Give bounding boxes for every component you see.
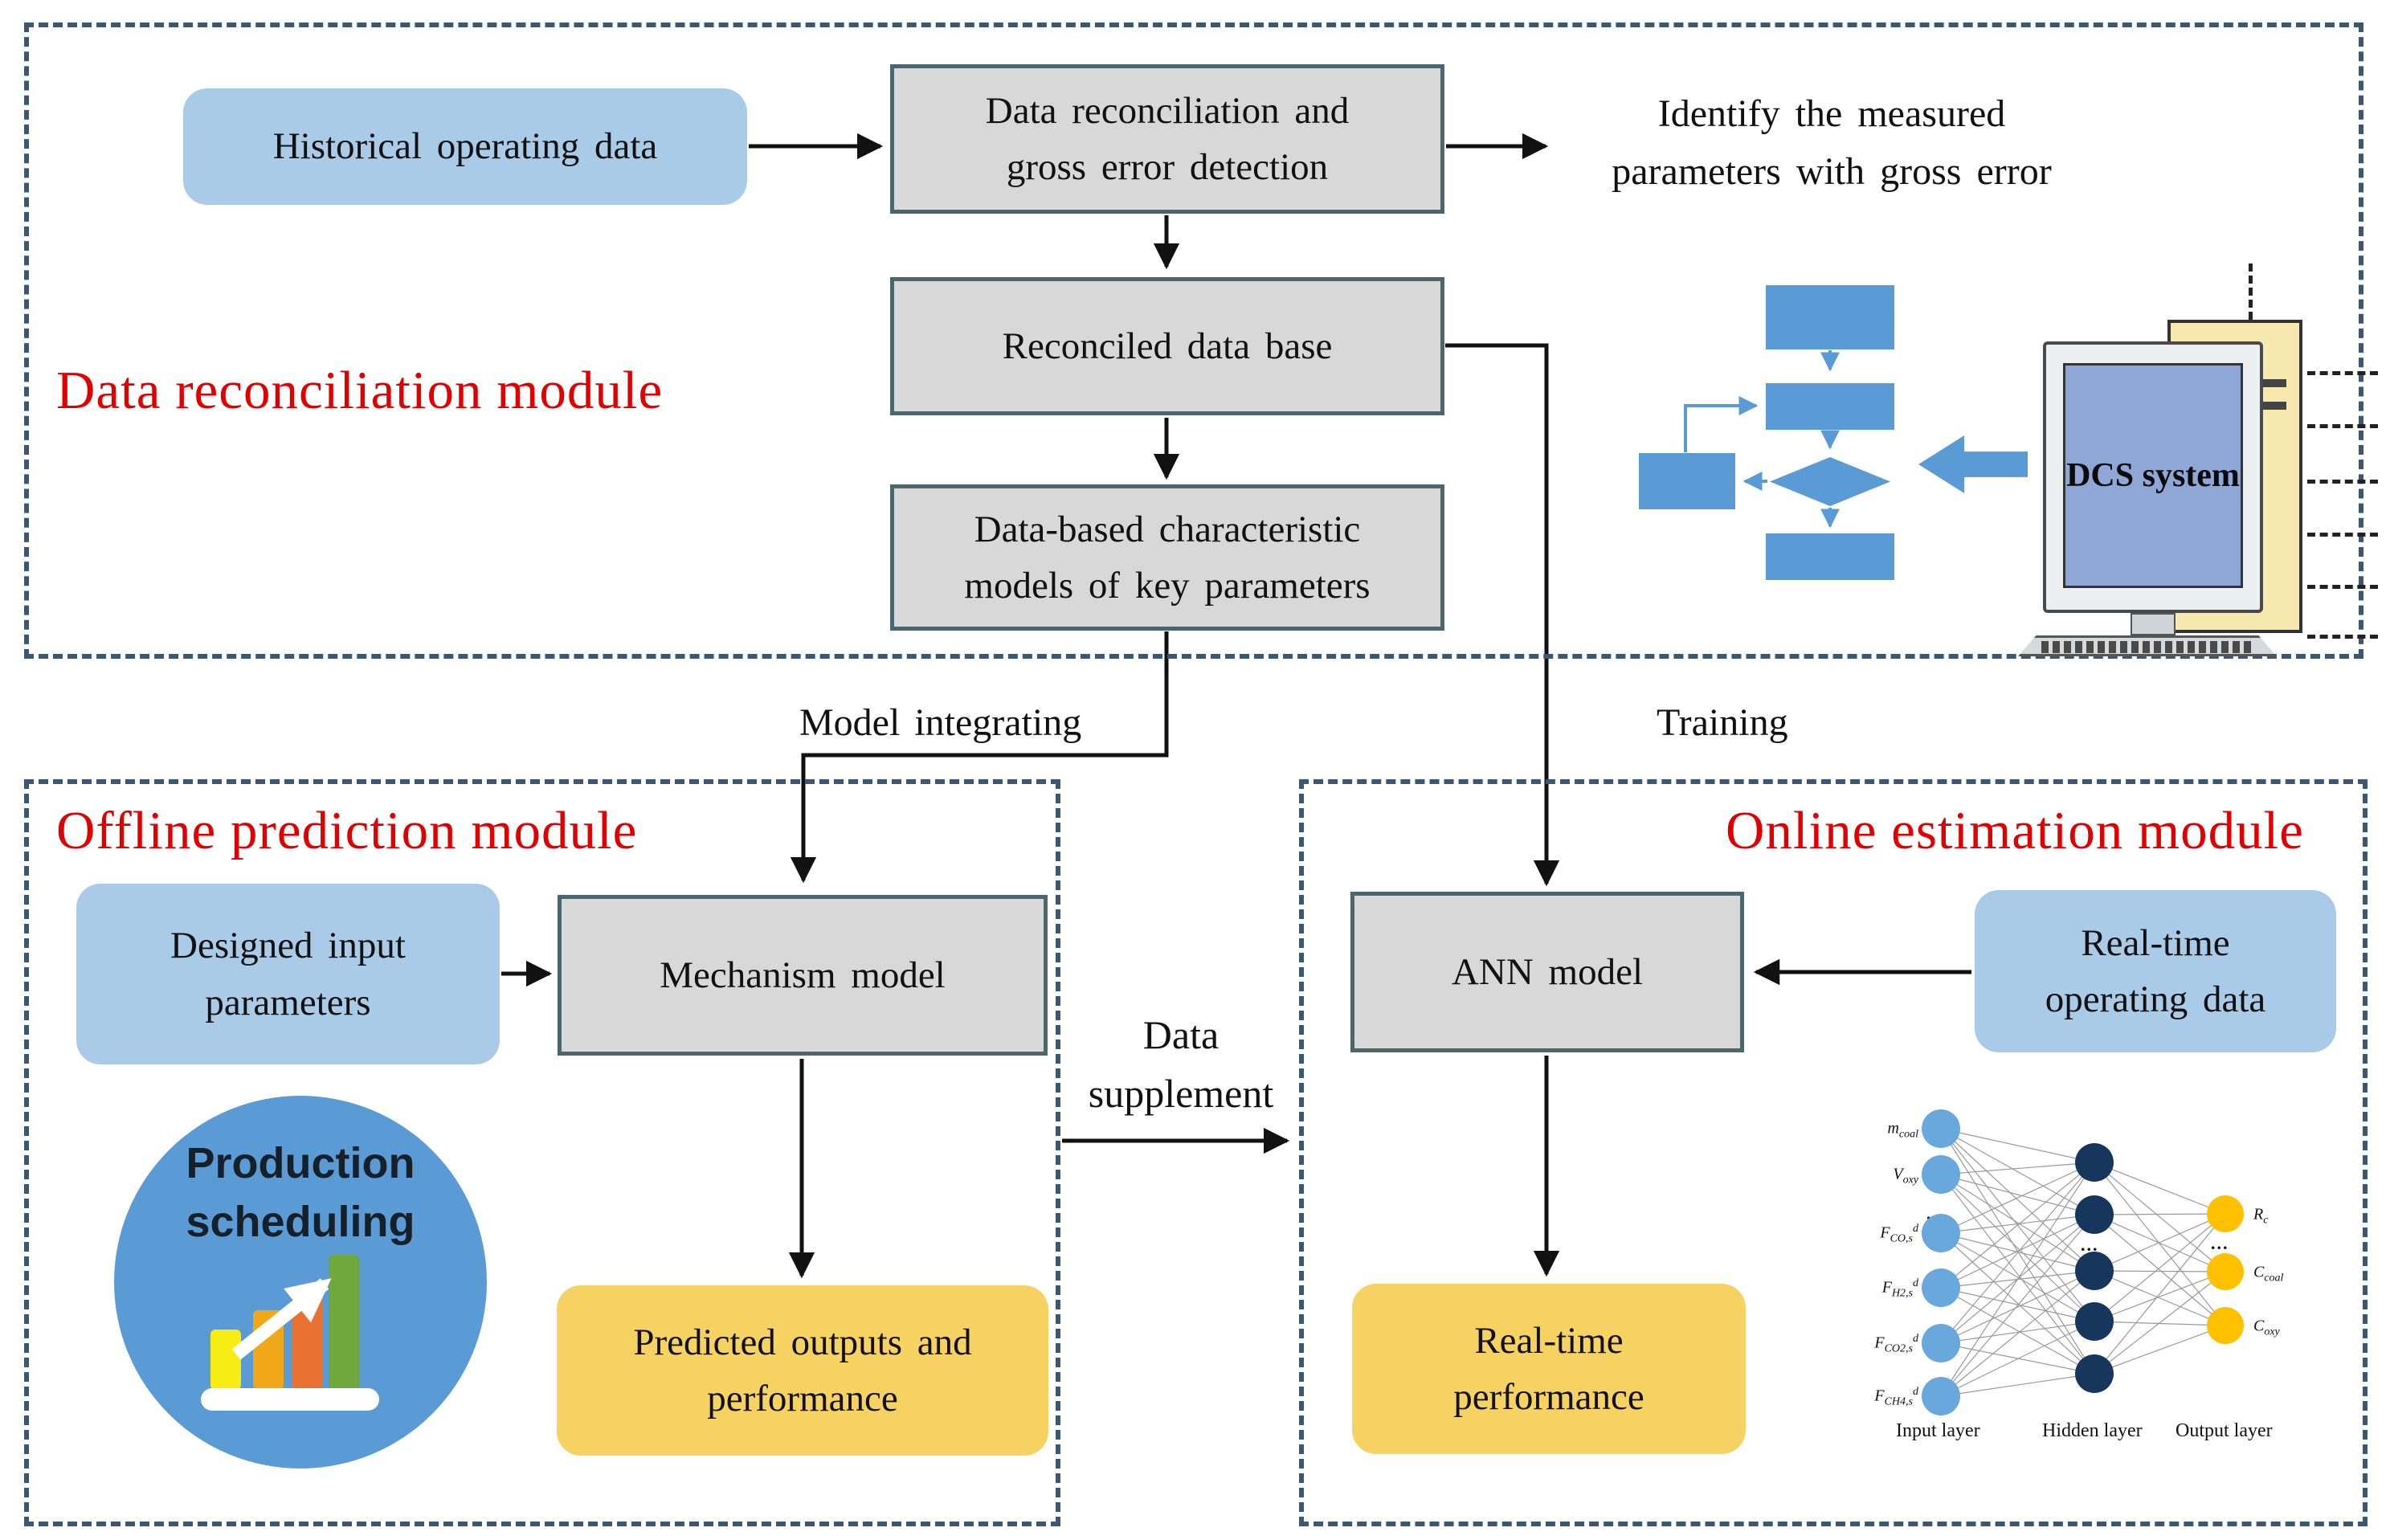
nn-input-label: Voxy bbox=[1893, 1165, 1918, 1187]
nn-output-label: Rc bbox=[2253, 1205, 2269, 1227]
box-predicted-outputs: Predicted outputs and performance bbox=[557, 1285, 1048, 1456]
box-historical-operating-data: Historical operating data bbox=[183, 88, 747, 205]
dcs-wire-top-icon bbox=[2249, 263, 2253, 320]
box-mechanism-model: Mechanism model bbox=[558, 895, 1048, 1056]
dcs-keyboard-icon bbox=[2018, 635, 2277, 656]
module-offline-prediction bbox=[24, 779, 1060, 1526]
nn-hidden-node bbox=[2075, 1354, 2114, 1393]
production-scheduling-icon: Production scheduling bbox=[114, 1096, 487, 1469]
box-designed-input-parameters: Designed input parameters bbox=[76, 884, 500, 1064]
box-realtime-operating-data: Real-time operating data bbox=[1975, 890, 2336, 1052]
nn-output-node bbox=[2207, 1253, 2244, 1290]
dcs-wire-icon bbox=[2307, 533, 2378, 537]
nn-input-layer-caption: Input layer bbox=[1896, 1420, 1980, 1441]
nn-output-node bbox=[2207, 1307, 2244, 1344]
flowchart-icon-side-step bbox=[1639, 453, 1735, 509]
label-data-supplement: Data supplement bbox=[1088, 1012, 1274, 1116]
nn-input-node bbox=[1922, 1377, 1960, 1415]
nn-output-label: Ccoal bbox=[2253, 1263, 2284, 1285]
dcs-wire-icon bbox=[2307, 371, 2378, 375]
module-title-online-estimation: Online estimation module bbox=[1726, 801, 2304, 860]
nn-output-ellipsis: ... bbox=[2211, 1233, 2229, 1253]
nn-hidden-node bbox=[2075, 1143, 2114, 1182]
nn-output-label: Coxy bbox=[2253, 1317, 2280, 1338]
dcs-screen: DCS system bbox=[2063, 363, 2243, 588]
nn-input-label: mcoal bbox=[1887, 1119, 1918, 1141]
flowchart-icon-step1 bbox=[1766, 285, 1894, 349]
nn-input-label: FCH4,sd bbox=[1874, 1386, 1918, 1408]
nn-input-node bbox=[1922, 1109, 1960, 1148]
bar-yellow bbox=[210, 1330, 241, 1390]
nn-hidden-node bbox=[2075, 1195, 2114, 1234]
box-gross-error-detection: Data reconciliation and gross error dete… bbox=[890, 64, 1444, 214]
growth-arrow-icon bbox=[231, 1278, 332, 1360]
label-model-integrating: Model integrating bbox=[799, 701, 1082, 744]
flowchart-icon-step2 bbox=[1766, 383, 1894, 430]
box-realtime-performance: Real-time performance bbox=[1352, 1284, 1746, 1454]
box-data-based-characteristic-models: Data-based characteristic models of key … bbox=[890, 484, 1444, 631]
bar-green bbox=[329, 1255, 359, 1390]
nn-hidden-layer-caption: Hidden layer bbox=[2042, 1420, 2143, 1441]
module-title-offline-prediction: Offline prediction module bbox=[56, 801, 638, 860]
nn-input-label: FH2,sd bbox=[1881, 1277, 1918, 1300]
box-reconciled-data-base: Reconciled data base bbox=[890, 277, 1444, 415]
bar-chart-base bbox=[201, 1388, 379, 1411]
tower-slot bbox=[2262, 402, 2286, 410]
module-title-data-reconciliation: Data reconciliation module bbox=[56, 361, 664, 420]
dcs-wire-icon bbox=[2307, 635, 2378, 639]
module-data-reconciliation bbox=[24, 22, 2363, 659]
nn-output-node bbox=[2207, 1195, 2244, 1232]
nn-output-layer-caption: Output layer bbox=[2176, 1420, 2273, 1441]
dcs-wire-icon bbox=[2307, 424, 2378, 428]
nn-input-node bbox=[1922, 1214, 1960, 1252]
box-ann-model: ANN model bbox=[1350, 892, 1744, 1052]
dcs-keyboard-keys bbox=[2041, 641, 2253, 653]
nn-input-node bbox=[1922, 1155, 1960, 1194]
tower-slot bbox=[2262, 379, 2286, 387]
note-identify-gross-error: Identify the measured parameters with gr… bbox=[1612, 92, 2052, 193]
production-scheduling-label: Production scheduling bbox=[186, 1139, 415, 1246]
nn-hidden-ellipsis: ... bbox=[2081, 1235, 2099, 1255]
nn-hidden-node bbox=[2075, 1252, 2114, 1290]
nn-input-label: FCO2,sd bbox=[1874, 1333, 1918, 1355]
flowchart-icon-step3 bbox=[1766, 533, 1894, 580]
nn-hidden-node bbox=[2075, 1302, 2114, 1341]
nn-input-node bbox=[1922, 1268, 1960, 1307]
dcs-monitor-stand bbox=[2131, 613, 2176, 635]
nn-input-label: FCO,sd bbox=[1880, 1223, 1918, 1245]
label-training: Training bbox=[1657, 701, 1788, 744]
dcs-system-label: DCS system bbox=[2066, 457, 2240, 494]
nn-input-node bbox=[1922, 1324, 1960, 1362]
dcs-wire-icon bbox=[2307, 480, 2378, 484]
dcs-wire-icon bbox=[2307, 585, 2378, 589]
module-online-estimation bbox=[1299, 779, 2368, 1526]
